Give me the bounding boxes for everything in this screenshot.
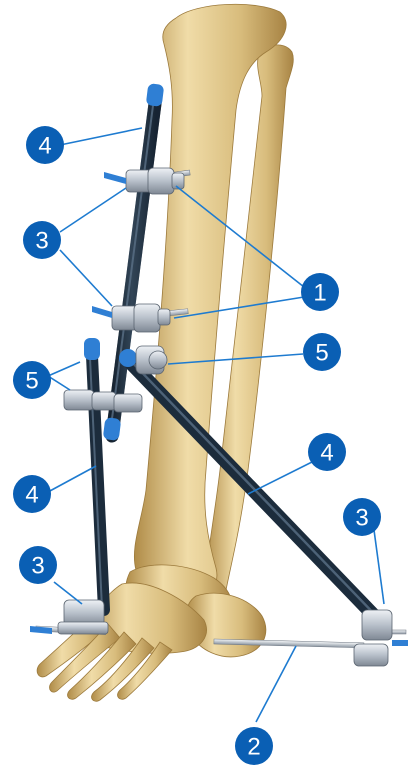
svg-text:4: 4 [38,133,51,160]
svg-text:3: 3 [31,553,44,580]
callout-5-left: 5 [13,361,51,399]
callout-2: 2 [235,727,273,765]
callout-1: 1 [301,273,339,311]
callout-3-right: 3 [343,498,381,536]
callout-3-left: 3 [19,546,57,584]
svg-text:5: 5 [315,340,328,367]
svg-text:4: 4 [320,440,333,467]
svg-text:4: 4 [25,482,38,509]
svg-text:1: 1 [313,280,326,307]
svg-text:2: 2 [247,734,260,761]
callout-4-mid-right: 4 [308,433,346,471]
svg-text:3: 3 [355,505,368,532]
callout-4-lower-left: 4 [13,475,51,513]
callout-5-right: 5 [303,333,341,371]
bones [37,4,293,701]
callout-3-upper: 3 [23,221,61,259]
callout-4-top: 4 [26,126,64,164]
svg-text:3: 3 [35,228,48,255]
svg-text:5: 5 [25,368,38,395]
